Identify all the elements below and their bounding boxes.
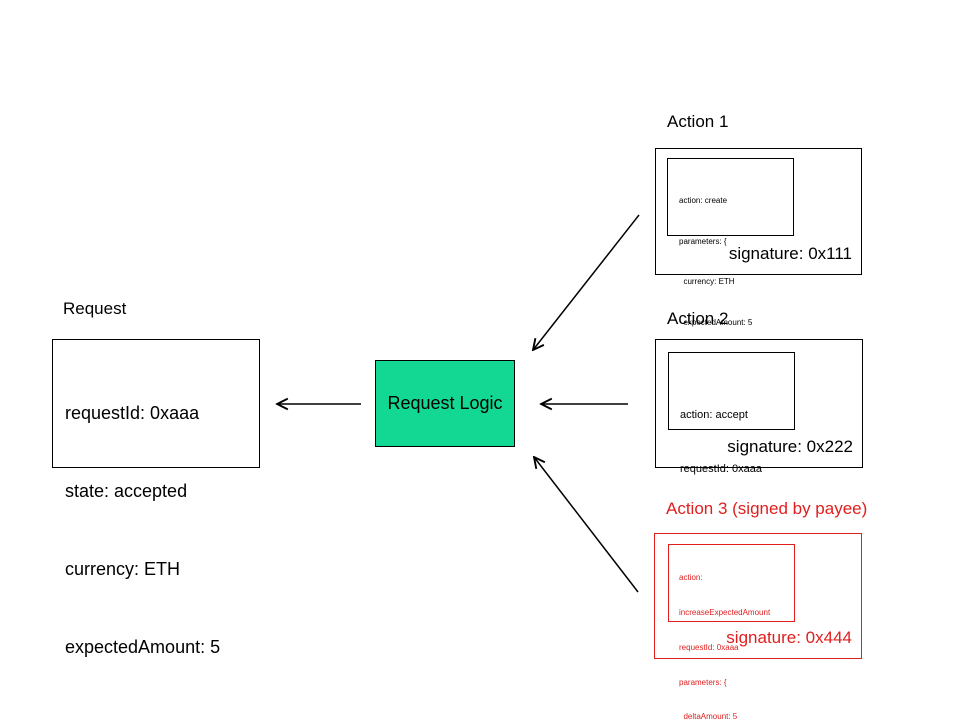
payload-line: requestId: 0xaaa — [680, 463, 762, 475]
request-logic-box: Request Logic — [375, 360, 515, 447]
payload-line: increaseExpectedAmount — [679, 607, 771, 617]
request-field: state: accepted — [65, 481, 188, 501]
payload-line: action: accept — [680, 409, 748, 421]
action-3-payload: action: increaseExpectedAmount requestId… — [669, 545, 794, 720]
payload-line: currency: ETH — [679, 277, 735, 286]
action-3-payload-box: action: increaseExpectedAmount requestId… — [668, 544, 795, 720]
payload-line: expectedAmount: 5 — [679, 317, 753, 327]
action-1-box: action: create parameters: { currency: E… — [655, 148, 862, 367]
action-2-payload: action: accept requestId: 0xaaa — [669, 353, 794, 514]
action-2-box: action: accept requestId: 0xaaa signatur… — [655, 339, 863, 475]
action-3-title: Action 3 (signed by payee) — [666, 499, 868, 518]
action-1-signature: signature: 0x111 — [728, 244, 852, 263]
payload-line: parameters: { — [679, 677, 727, 687]
arrow-action-1-to-request-logic — [533, 214, 640, 350]
request-field: currency: ETH — [65, 559, 181, 579]
action-3-box: action: increaseExpectedAmount requestId… — [654, 533, 862, 720]
action-2-title: Action 2 — [667, 309, 729, 328]
request-field: requestId: 0xaaa — [65, 403, 200, 423]
action-1-payload-box: action: create parameters: { currency: E… — [667, 158, 794, 367]
request-field: expectedAmount: 5 — [65, 637, 221, 657]
action-2-payload-box: action: accept requestId: 0xaaa — [668, 352, 795, 475]
action-3-signature: signature: 0x444 — [726, 628, 852, 647]
arrow-action-3-to-request-logic — [534, 457, 639, 593]
request-logic-label: Request Logic — [387, 393, 503, 413]
request-fields: requestId: 0xaaa state: accepted currenc… — [53, 340, 259, 712]
action-1-title: Action 1 — [667, 112, 729, 131]
request-title: Request — [63, 299, 127, 318]
payload-line: requestId: 0xaaa — [679, 642, 739, 652]
action-2-signature: signature: 0x222 — [727, 437, 853, 456]
payload-line: action: — [679, 573, 703, 583]
request-box: requestId: 0xaaa state: accepted currenc… — [52, 339, 260, 657]
payload-line: parameters: { — [679, 236, 727, 246]
payload-line: action: create — [679, 196, 728, 205]
payload-line: deltaAmount: 5 — [679, 712, 738, 720]
